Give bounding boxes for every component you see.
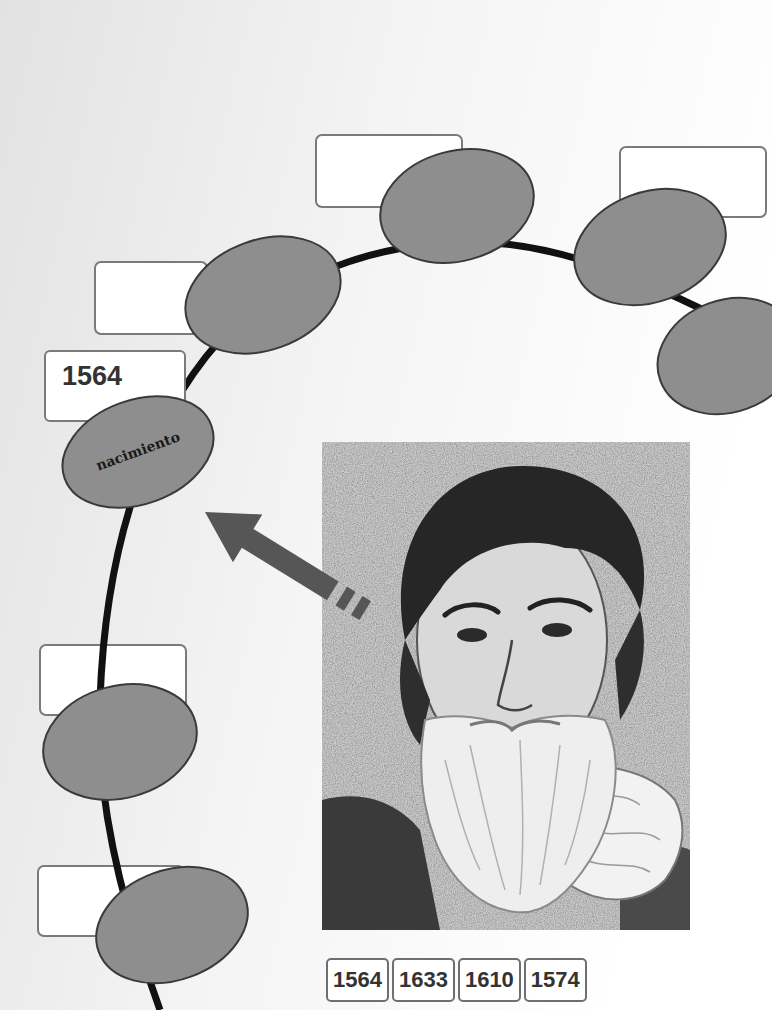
portrait-grain [322, 442, 690, 930]
portrait-eye [457, 628, 487, 642]
node-text: 1610 [465, 968, 514, 992]
empty-boxes [38, 135, 766, 936]
portrait-hair [401, 466, 644, 640]
arrow-body [205, 512, 339, 600]
portrait-eye [542, 623, 572, 637]
portrait-beard [421, 716, 616, 913]
empty-ovals [30, 133, 772, 1004]
date-box: 1633 [392, 958, 455, 1002]
event-oval: nacimiento [56, 390, 220, 514]
beard-strands [445, 740, 590, 895]
portrait-mustache [470, 721, 560, 730]
arrow-stripe [336, 587, 356, 611]
arrow-stripe [351, 596, 371, 620]
galileo-portrait [322, 442, 690, 930]
node-text: 1574 [531, 968, 580, 992]
node-text: 1564 [333, 968, 382, 992]
date-box: 1610 [458, 958, 521, 1002]
node-text: 1564 [62, 360, 122, 392]
event-oval [80, 847, 264, 1004]
portrait-brows [445, 600, 590, 615]
event-oval [169, 216, 357, 374]
portrait-ground [322, 442, 690, 930]
oval-shape [47, 376, 229, 527]
pointer-arrow [205, 512, 371, 620]
date-box: 1564 [326, 958, 389, 1002]
portrait-coat [322, 796, 440, 930]
event-oval [367, 133, 546, 280]
event-oval [30, 668, 210, 817]
portrait-nose [498, 640, 532, 710]
node-text: 1633 [399, 968, 448, 992]
date-box: 1574 [524, 958, 587, 1002]
event-oval [641, 279, 772, 433]
